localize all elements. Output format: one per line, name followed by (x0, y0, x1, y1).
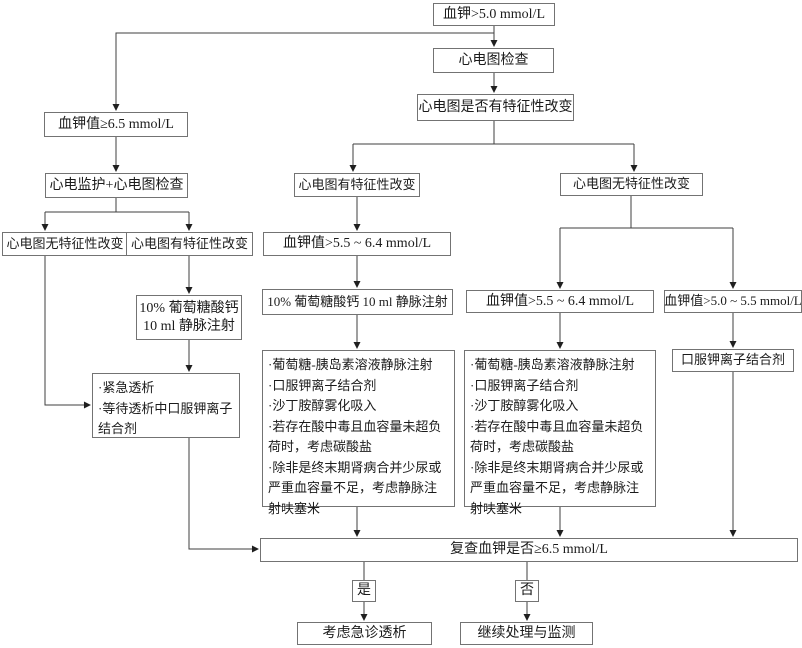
node-right-ecg-no-change: 心电图无特征性改变 (560, 173, 703, 196)
node-k-ge-6-5: 血钾值≥6.5 mmol/L (44, 112, 188, 137)
node-start-potassium: 血钾>5.0 mmol/L (433, 3, 555, 26)
node-calcium-gluconate-iv: 10% 葡萄糖酸钙 10 ml 静脉注射 (262, 289, 453, 315)
node-right-k-5-5-to-6-4: 血钾值>5.5 ~ 6.4 mmol/L (466, 290, 654, 313)
node-urgent-dialysis-list: ·紧急透析 ·等待透析中口服钾离子结合剂 (92, 373, 240, 438)
node-treatment-list-right: ·葡萄糖-胰岛素溶液静脉注射 ·口服钾离子结合剂 ·沙丁胺醇雾化吸入 ·若存在酸… (464, 350, 656, 516)
node-mid-k-5-5-to-6-4: 血钾值>5.5 ~ 6.4 mmol/L (263, 232, 451, 256)
node-yes-label: 是 (352, 580, 376, 602)
node-consider-emergency-dialysis: 考虑急诊透析 (297, 622, 432, 645)
node-continue-treat-monitor: 继续处理与监测 (460, 622, 593, 645)
node-calcium-gluconate-two-line: 10% 葡萄糖酸钙 10 ml 静脉注射 (136, 295, 242, 340)
node-left-ecg-has-change: 心电图有特征性改变 (126, 232, 253, 256)
node-mid-ecg-has-change: 心电图有特征性改变 (294, 173, 420, 197)
node-treatment-list-mid: ·葡萄糖-胰岛素溶液静脉注射 ·口服钾离子结合剂 ·沙丁胺醇雾化吸入 ·若存在酸… (262, 350, 455, 516)
node-no-label: 否 (515, 580, 539, 602)
node-ecg-exam: 心电图检查 (433, 48, 554, 73)
node-left-ecg-no-change: 心电图无特征性改变 (2, 232, 128, 256)
node-right-k-5-0-to-5-5: 血钾值>5.0 ~ 5.5 mmol/L (664, 290, 802, 313)
node-ecg-characteristic-question: 心电图是否有特征性改变 (417, 94, 574, 121)
node-ecg-monitor-plus-exam: 心电监护+心电图检查 (45, 173, 188, 198)
node-recheck-potassium: 复查血钾是否≥6.5 mmol/L (260, 538, 798, 562)
node-oral-potassium-binder: 口服钾离子结合剂 (672, 349, 794, 372)
